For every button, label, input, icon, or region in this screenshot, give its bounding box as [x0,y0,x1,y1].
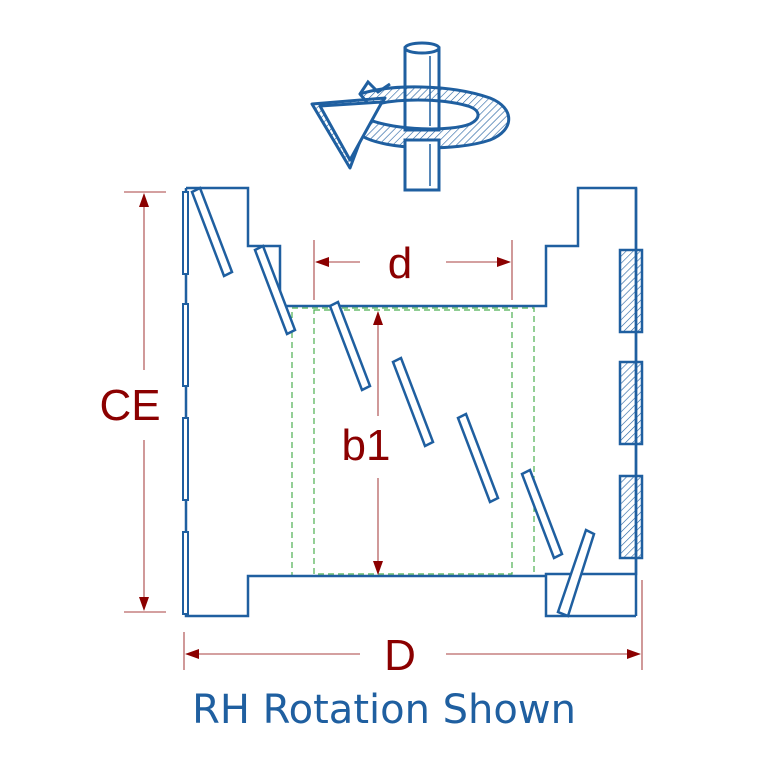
dimension-ce: CE [99,191,166,613]
dimension-d: d [313,239,513,300]
dimension-d-label: d [388,239,412,288]
dimension-D: D [183,580,643,680]
hidden-lines [291,307,535,577]
dimension-b1: b1 [342,311,391,575]
rotation-arrow-icon [310,41,511,192]
left-tabs [182,191,189,615]
dimension-b1-label: b1 [342,421,391,470]
slanted-teeth [190,186,596,618]
dimension-ce-label: CE [99,381,160,430]
dimension-D-label: D [384,631,416,680]
rotation-caption: RH Rotation Shown [192,687,576,733]
right-hatched-blocks [618,248,644,560]
